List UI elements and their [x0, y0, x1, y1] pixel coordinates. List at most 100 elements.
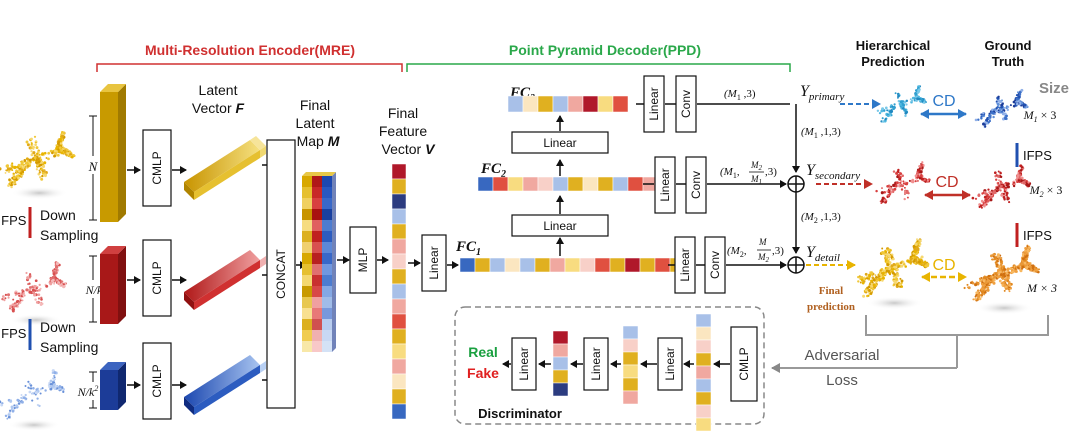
point-cloud-dot	[1006, 105, 1008, 108]
fc1-vector	[459, 257, 686, 273]
input-point-cloud-full	[0, 130, 76, 200]
down-sampling-label-2-line2: Sampling	[40, 339, 98, 355]
point-cloud-dot	[53, 371, 57, 375]
final-feature-label-line3: Vector V	[382, 141, 437, 157]
feature-vector-cell	[391, 283, 407, 300]
point-cloud-dot	[891, 188, 894, 191]
point-cloud-dot	[870, 284, 874, 288]
point-cloud-dot	[899, 261, 903, 265]
point-cloud-dot	[882, 276, 885, 280]
point-cloud-dot	[1, 297, 4, 301]
latent-map-cell	[312, 231, 322, 242]
linear-block-fc1-fc2: Linear	[511, 214, 609, 237]
point-cloud-dot	[908, 179, 911, 182]
point-cloud-dot	[66, 152, 69, 155]
point-cloud-dot	[982, 112, 985, 115]
point-cloud-dot	[12, 298, 15, 301]
point-cloud-dot	[7, 170, 11, 173]
point-cloud-dot	[967, 286, 971, 290]
point-cloud-dot	[44, 389, 47, 392]
ifps-label-2: IFPS	[0, 326, 27, 341]
point-cloud-dot	[24, 385, 27, 387]
point-cloud-dot	[984, 204, 987, 207]
svg-text:,3): ,3)	[772, 245, 784, 257]
latent-map-cell	[312, 198, 322, 209]
point-cloud-dot	[1025, 182, 1029, 186]
point-cloud-dot	[998, 179, 1000, 182]
point-cloud-dot	[966, 283, 969, 286]
point-cloud-dot	[53, 385, 55, 388]
point-cloud-dot	[40, 161, 43, 164]
latent-map-cell	[312, 341, 322, 352]
point-cloud-dot	[1004, 112, 1007, 115]
point-cloud-dot	[60, 280, 63, 283]
discriminator-vector-3-cell	[695, 417, 712, 432]
point-cloud-dot	[1021, 265, 1025, 269]
point-cloud-dot	[33, 135, 37, 138]
size-m2: M2 × 3	[1029, 183, 1063, 199]
latent-map-cell	[322, 220, 332, 231]
point-cloud-dot	[985, 286, 988, 289]
final-feature-label-line2: Feature	[379, 123, 427, 139]
svg-text:Linear: Linear	[517, 347, 531, 380]
latent-vector-blue	[184, 355, 266, 415]
fc1-vector-cell	[519, 257, 536, 273]
point-cloud-dot	[886, 267, 889, 270]
discriminator-vector-1-cell	[552, 330, 569, 345]
point-cloud-dot	[1012, 184, 1016, 188]
point-cloud-dot	[867, 285, 871, 289]
point-cloud-dot	[30, 291, 33, 294]
point-cloud-dot	[904, 265, 907, 268]
cmlp-block-1: CMLP	[142, 129, 172, 207]
point-cloud-dot	[11, 165, 14, 168]
latent-vector-label-line2: Vector F	[192, 100, 245, 116]
point-cloud-dot	[45, 157, 48, 159]
point-cloud-dot	[1028, 246, 1031, 249]
point-cloud-dot	[984, 201, 987, 204]
point-cloud-dot	[897, 99, 901, 103]
final-prediction-label-line2: prediction	[807, 301, 855, 313]
point-cloud-dot	[1023, 103, 1027, 107]
point-cloud-shadow	[865, 296, 924, 310]
point-cloud-dot	[1015, 93, 1019, 97]
point-cloud-shadow	[10, 314, 62, 326]
point-cloud-dot	[926, 262, 930, 266]
point-cloud-dot	[986, 193, 989, 196]
latent-map-cell	[312, 209, 322, 220]
point-cloud-dot	[1032, 270, 1036, 273]
discriminator-vector-3-cell	[695, 404, 712, 419]
point-cloud-dot	[1028, 267, 1031, 270]
down-sampling-label-1-line1: Down	[40, 207, 76, 223]
point-cloud-dot	[895, 283, 899, 287]
point-cloud-dot	[898, 283, 902, 287]
point-cloud-dot	[38, 169, 41, 172]
point-cloud-dot	[887, 266, 892, 270]
point-cloud-dot	[1027, 184, 1031, 188]
point-cloud-dot	[881, 120, 885, 123]
point-cloud-dot	[899, 100, 903, 104]
point-cloud-dot	[10, 405, 14, 409]
point-cloud-dot	[15, 404, 19, 408]
point-cloud-dot	[1003, 268, 1007, 271]
point-cloud-dot	[993, 171, 997, 175]
point-cloud-dot	[868, 289, 871, 292]
point-cloud-dot	[982, 122, 986, 126]
point-cloud-dot	[11, 162, 14, 165]
down-sampling-label-2-line1: Down	[40, 319, 76, 335]
point-cloud-dot	[20, 295, 23, 298]
point-cloud-dot	[883, 199, 886, 202]
point-cloud-dot	[53, 374, 56, 378]
point-cloud-dot	[5, 169, 8, 172]
point-cloud-dot	[25, 288, 29, 292]
hierarchical-title-line2: Prediction	[861, 54, 925, 69]
point-cloud-dot	[45, 284, 49, 288]
point-cloud-dot	[914, 242, 918, 246]
point-cloud-dot	[70, 155, 74, 159]
point-cloud-dot	[34, 143, 37, 147]
point-cloud-dot	[903, 197, 906, 201]
point-cloud-dot	[20, 161, 24, 164]
point-cloud-dot	[902, 180, 905, 183]
point-cloud-dot	[51, 151, 54, 155]
point-cloud-dot	[60, 134, 64, 138]
point-cloud-dot	[890, 104, 893, 107]
